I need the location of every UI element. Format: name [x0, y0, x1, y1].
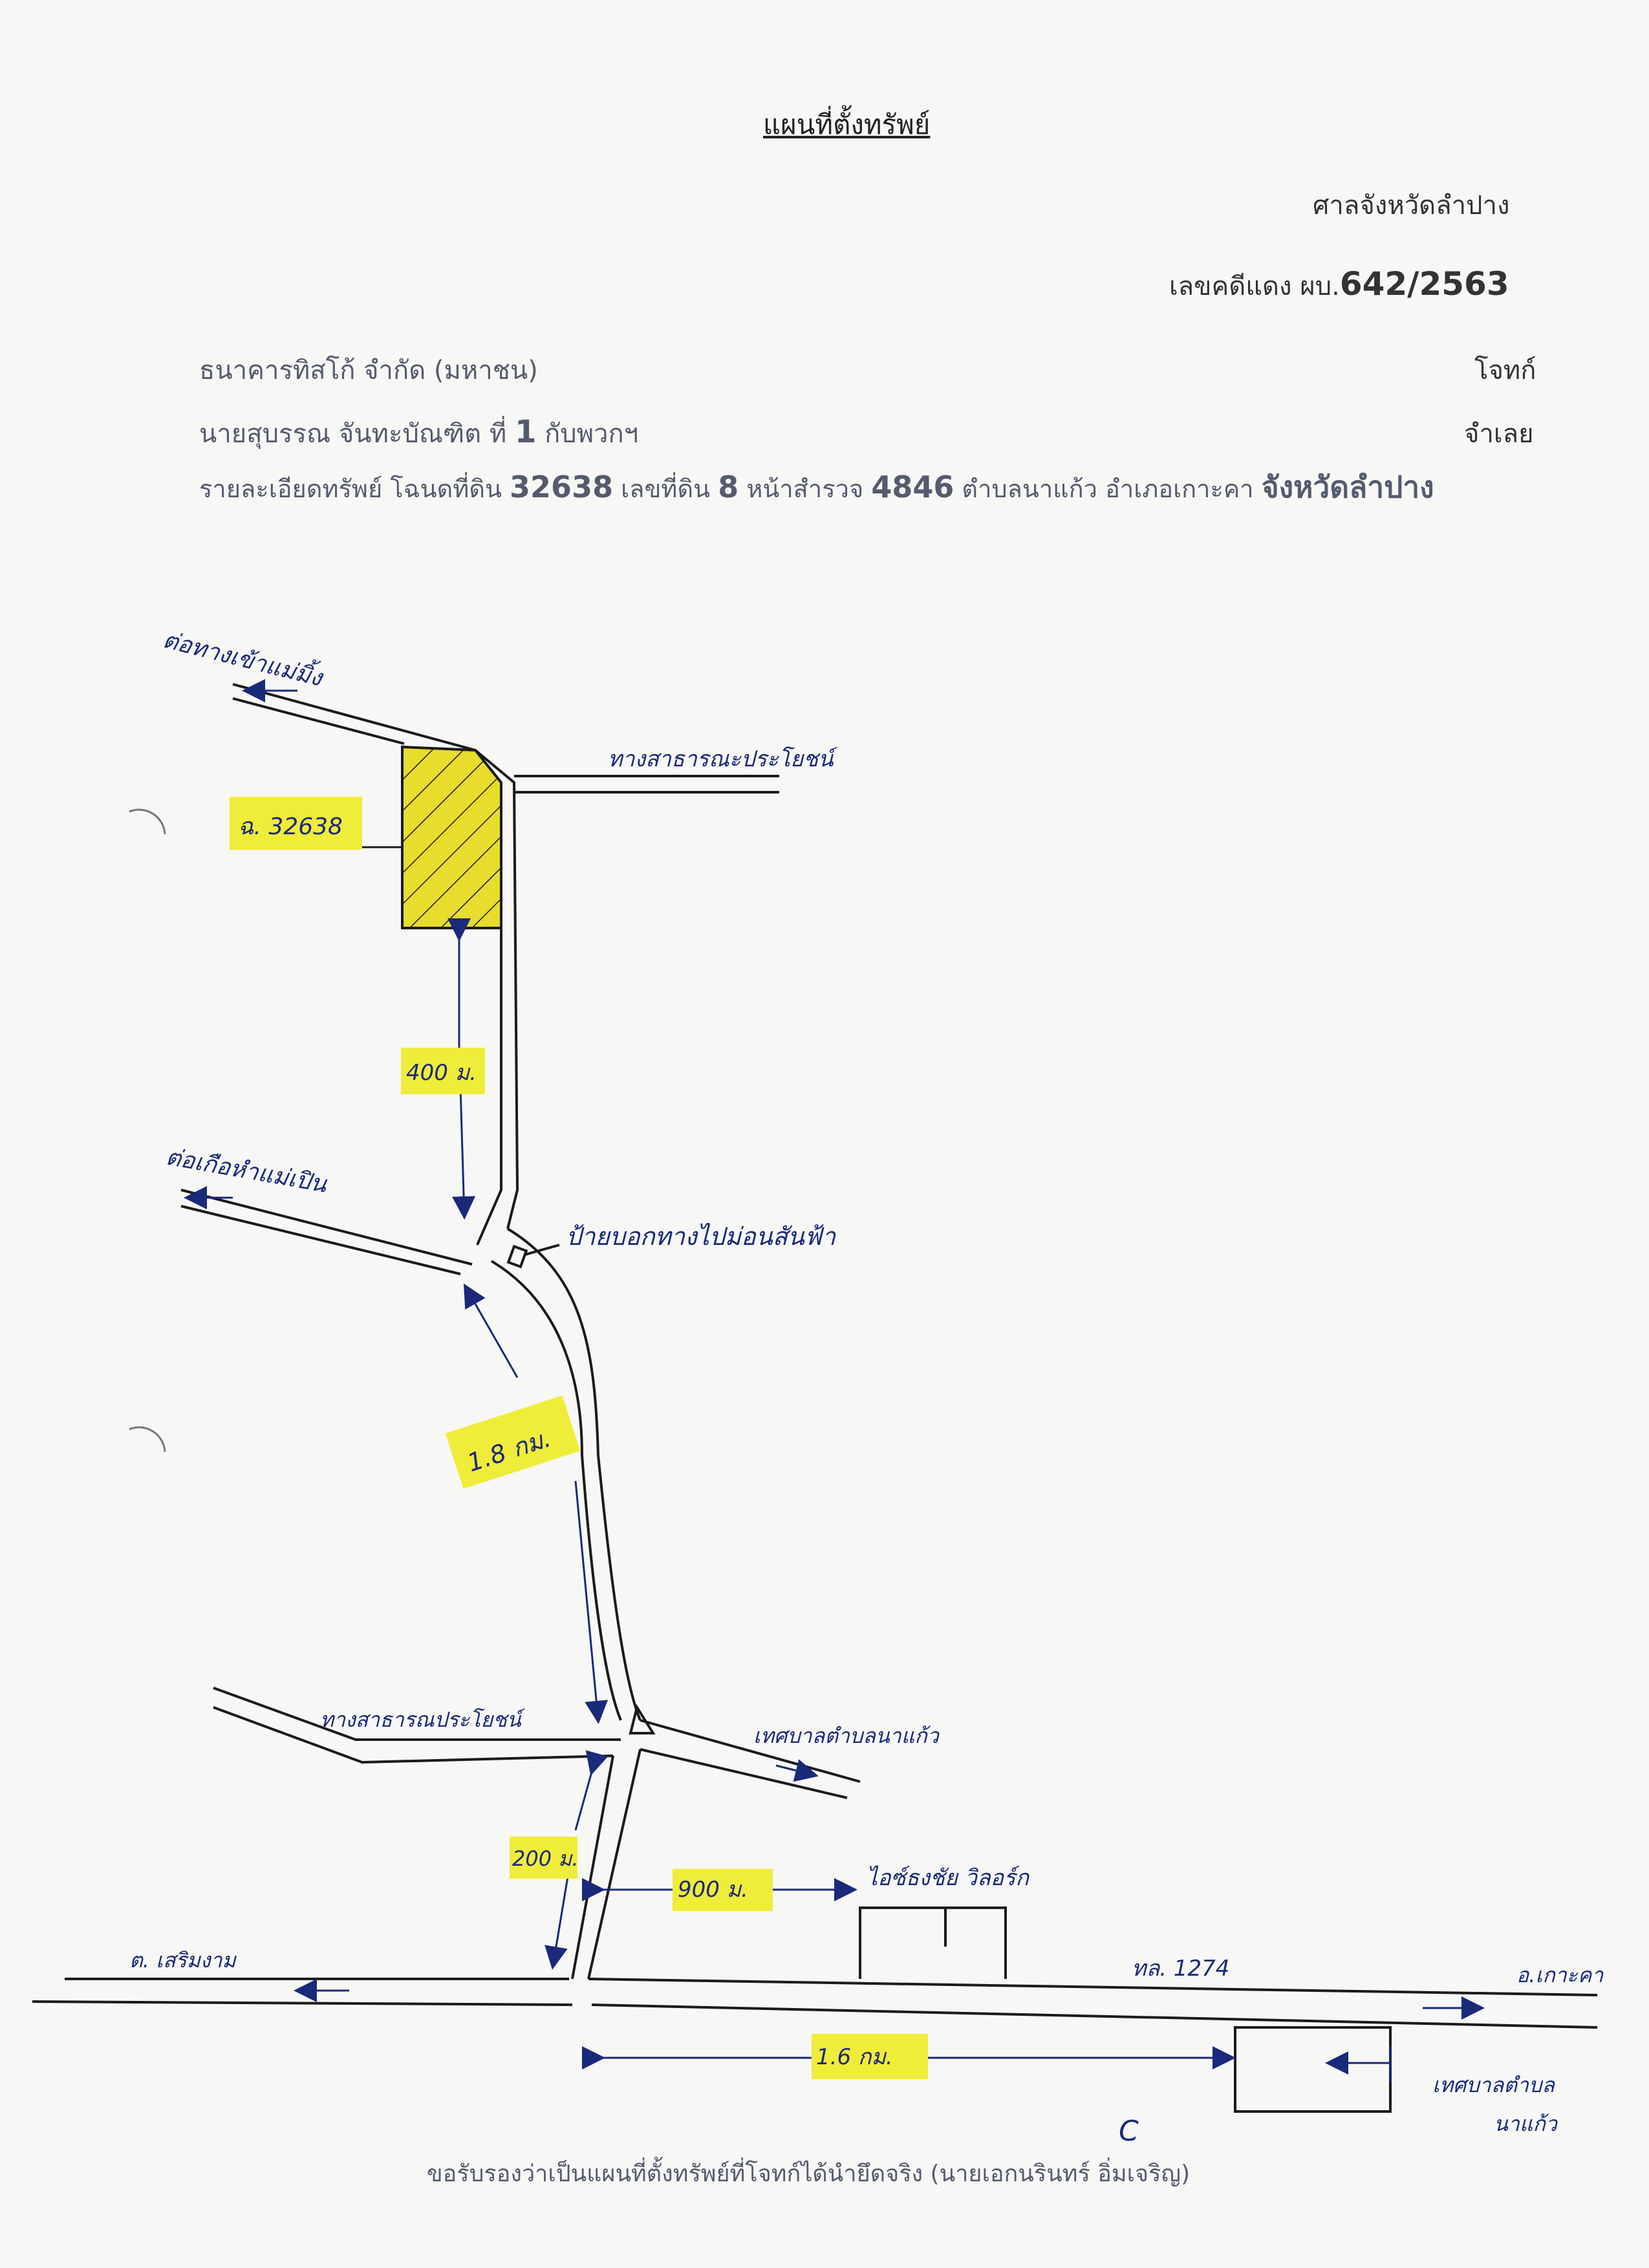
signature-mark: C [1119, 2115, 1139, 2148]
case-prefix: เลขคดีแดง ผบ. [1169, 272, 1340, 301]
punch-hole [129, 808, 166, 835]
case-number-line: เลขคดีแดง ผบ.642/2563 [1169, 265, 1509, 307]
plaintiff-name: ธนาคารทิสโก้ จำกัด (มหาชน) [199, 356, 538, 385]
road-label-top-left: ต่อทางเข้าแม่มิ้ง [160, 622, 327, 692]
municipal-office-building [1234, 2026, 1392, 2113]
property-details: รายละเอียดทรัพย์ โฉนดที่ดิน 32638 เลขที่… [199, 464, 1434, 511]
office-label-line2: นาแก้ว [1494, 2111, 1558, 2136]
court-name: ศาลจังหวัดลำปาง [1313, 191, 1510, 221]
plot-label: ฉ. 32638 [238, 814, 343, 840]
dist-200-label: 200 ม. [512, 1846, 579, 1871]
highlights [230, 797, 928, 2079]
shop-label: ไอซ์ธงชัย วิลอร์ก [867, 1865, 1029, 1891]
case-number: 642/2563 [1339, 265, 1509, 303]
plaintiff-role: โจทก์ [1474, 356, 1536, 385]
road-label-mid-left: ต่อเกือหำแม่เปิน [164, 1143, 329, 1198]
cross-road-label-left: ทางสาธารณประโยชน์ [320, 1707, 525, 1732]
roads [32, 683, 1598, 2029]
document-title: แผนที่ตั้งทรัพย์ [763, 109, 931, 140]
defendant-role: จำเลย [1464, 419, 1534, 449]
details-survey-label: หน้าสำรวจ [738, 475, 872, 503]
distance-arrows [184, 679, 1485, 2082]
sign-label: ป้ายบอกทางไปม่อนสันฟ้า [566, 1222, 837, 1251]
details-label: รายละเอียดทรัพย์ โฉนดที่ดิน [199, 475, 510, 503]
punch-hole [129, 1426, 166, 1453]
road-label-right: อ.เกาะคา [1516, 1963, 1604, 1987]
deed-number: 32638 [510, 470, 614, 504]
defendant-name: นายสุบรรณ จันทะบัณฑิต ที่ [199, 419, 507, 449]
details-land-label: เลขที่ดิน [613, 475, 718, 503]
shop-building [859, 1906, 1007, 1979]
defendant-suffix: กับพวกฯ [544, 419, 639, 449]
land-number: 8 [718, 470, 739, 504]
dist-900-label: 900 ม. [678, 1877, 748, 1903]
details-location: ตำบลนาแก้ว อำเภอเกาะคา [954, 475, 1262, 503]
property-plot [401, 745, 502, 929]
survey-number: 4846 [871, 470, 954, 504]
road-label-left: ต. เสริมงาม [129, 1948, 237, 1972]
dist-1-6-label: 1.6 กม. [816, 2044, 893, 2070]
certification-footer: ขอรับรองว่าเป็นแผนที่ตั้งทรัพย์ที่โจทก์ไ… [427, 2161, 1191, 2187]
highway-label: ทล. 1274 [1132, 1956, 1229, 1982]
province: จังหวัดลำปาง [1261, 470, 1434, 504]
dist-400-label: 400 ม. [406, 1060, 477, 1086]
office-label-line1: เทศบาลตำบล [1432, 2073, 1555, 2097]
cross-road-label-right: เทศบาลตำบลนาแก้ว [753, 1723, 940, 1748]
road-label-top-right: ทางสาธารณะประโยชน์ [608, 746, 838, 772]
defendant-number: 1 [514, 414, 537, 450]
defendant-line: นายสุบรรณ จันทะบัณฑิต ที่ 1 กับพวกฯ [199, 413, 638, 454]
